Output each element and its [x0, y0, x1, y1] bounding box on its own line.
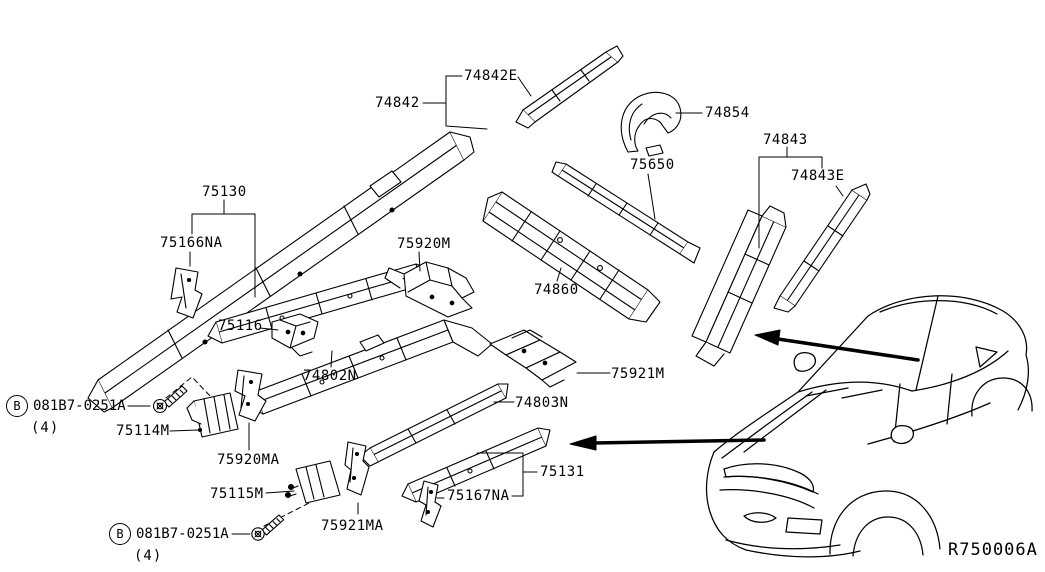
part-sketch-74843 [692, 206, 786, 366]
part-sketch-74842 [88, 132, 474, 412]
fastener-note-lower: B 081B7-0251A (4) [109, 523, 229, 563]
fastener-quantity: (4) [134, 548, 163, 564]
part-sketch-75167na [419, 481, 441, 527]
fastener-note-upper: B 081B7-0251A (4) [6, 395, 126, 435]
part-sketch-75920m [385, 262, 474, 317]
part-label-75921m: 75921M [611, 366, 665, 382]
part-sketch-75920ma [235, 370, 266, 421]
part-label-75650: 75650 [630, 157, 675, 173]
part-sketch-74842e [516, 46, 623, 128]
part-sketch-75650 [552, 162, 700, 263]
leader-lines [128, 76, 843, 534]
part-label-75131: 75131 [540, 464, 585, 480]
part-label-74842e: 74842E [464, 68, 518, 84]
part-sketch-75166na [171, 268, 202, 318]
part-label-75116: 75116 [218, 318, 263, 334]
fastener-quantity: (4) [31, 420, 60, 436]
part-sketch-75116 [272, 314, 318, 356]
part-sketch-75131 [402, 428, 550, 502]
pointer-arrow-lower [570, 436, 764, 450]
part-label-74842: 74842 [375, 95, 420, 111]
part-label-75920ma: 75920MA [217, 452, 280, 468]
diagram-reference-code: R750006A [948, 540, 1038, 560]
part-label-74854: 74854 [705, 105, 750, 121]
part-label-74843: 74843 [763, 132, 808, 148]
part-label-75114m: 75114M [116, 423, 170, 439]
part-sketch-75130 [208, 264, 438, 343]
part-label-75167na: 75167NA [447, 488, 510, 504]
part-label-74802n: 74802N [303, 368, 357, 384]
part-label-75166na: 75166NA [160, 235, 223, 251]
part-sketch-75114m [187, 393, 238, 437]
part-label-75920m: 75920M [397, 236, 451, 252]
part-label-74843e: 74843E [791, 168, 845, 184]
fastener-part-number: 081B7-0251A [136, 526, 229, 542]
fastener-marker-icon: B [6, 395, 28, 417]
part-sketch-74854 [621, 92, 681, 156]
part-sketch-74860 [483, 192, 660, 322]
screw-icon [152, 385, 188, 414]
fastener-part-number: 081B7-0251A [33, 398, 126, 414]
part-sketch-74843e [774, 184, 870, 312]
screw-icon [251, 514, 285, 541]
part-label-74860: 74860 [534, 282, 579, 298]
pointer-arrow-upper [755, 330, 918, 360]
part-sketch-75921ma [345, 442, 369, 495]
fastener-marker-icon: B [109, 523, 131, 545]
part-label-75921ma: 75921MA [321, 518, 384, 534]
part-sketch-75921m [490, 330, 576, 387]
part-label-75115m: 75115M [210, 486, 264, 502]
part-sketch-75115m [286, 461, 341, 503]
part-label-75130: 75130 [202, 184, 247, 200]
car-illustration [707, 296, 1033, 557]
part-label-74803n: 74803N [515, 395, 569, 411]
